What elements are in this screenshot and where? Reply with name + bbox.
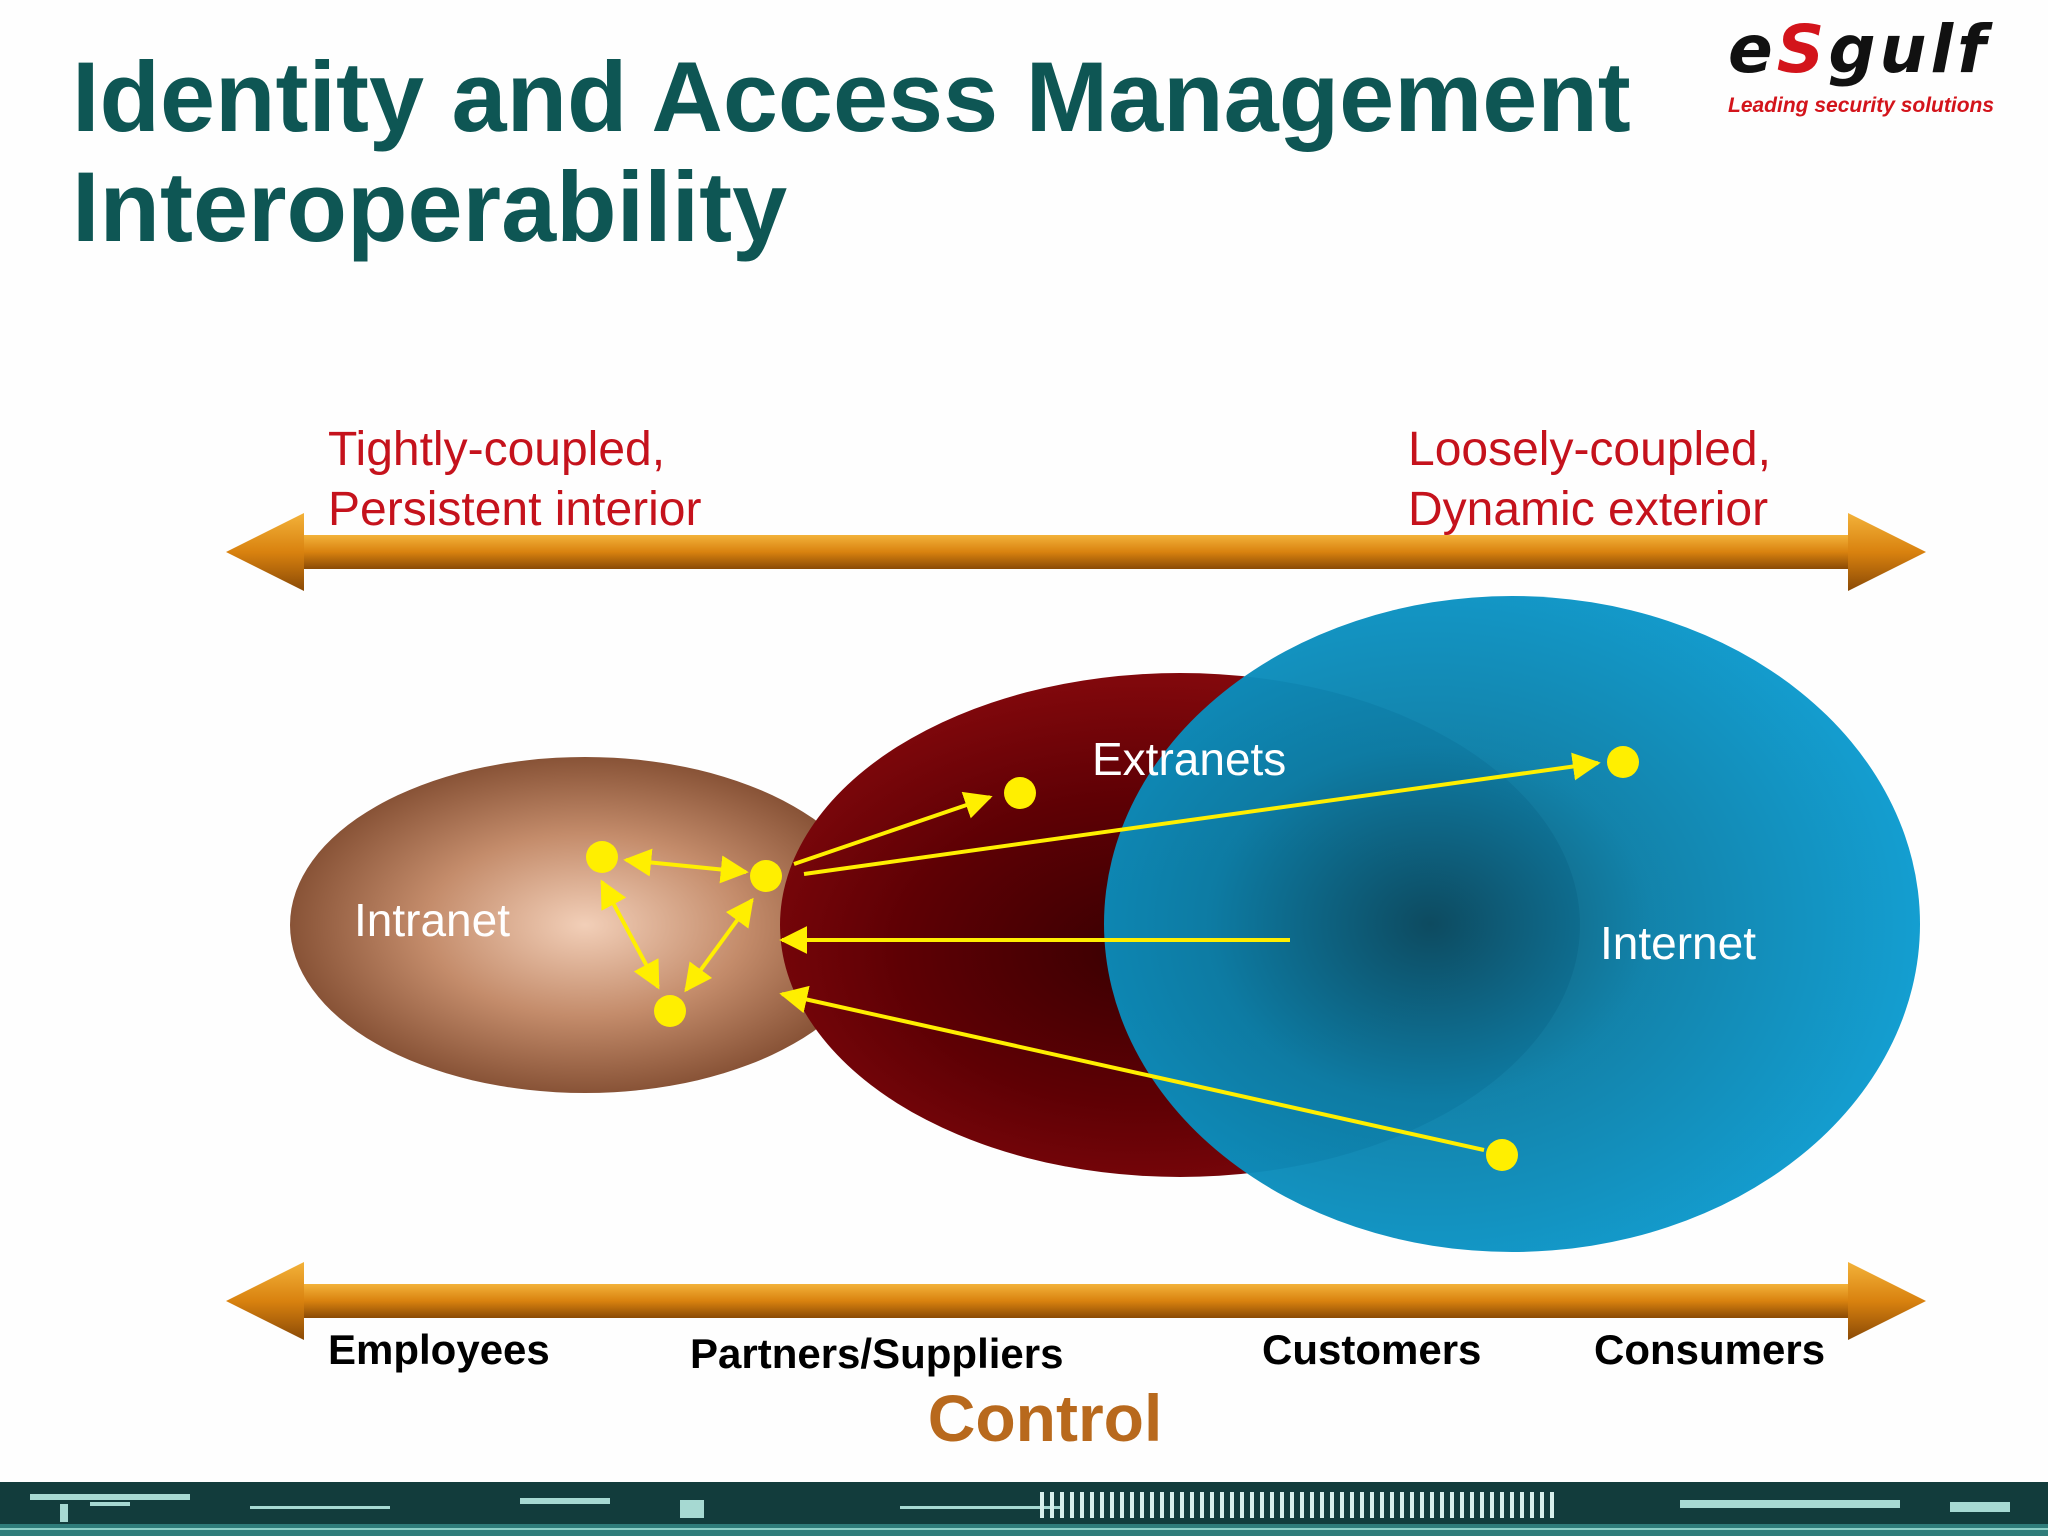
- node-intranet-a: [586, 841, 618, 873]
- slide-title-line-2: Interoperability: [72, 151, 788, 262]
- control-double-arrow: [226, 1262, 1926, 1340]
- internet-ellipse: [1104, 596, 1920, 1252]
- trust-link-arrows: [600, 752, 1601, 1152]
- audience-partners-suppliers: Partners/Suppliers: [690, 1330, 1064, 1377]
- esgulf-logo: eSgulf Leading security solutions: [1722, 0, 2048, 130]
- node-internet-top: [1607, 746, 1639, 778]
- arrow-from-internet-node-bottom: [779, 985, 1485, 1152]
- audience-employees: Employees: [328, 1326, 550, 1373]
- control-axis-title: Control: [927, 1381, 1163, 1455]
- tightly-coupled-label: Tightly-coupled, Persistent interior: [328, 420, 701, 540]
- arrow-to-extranet-node: [793, 791, 993, 866]
- logo-wordmark: eSgulf: [1728, 10, 1990, 90]
- internet-label: Internet: [1600, 917, 1756, 969]
- tightly-coupled-line-1: Tightly-coupled,: [328, 423, 666, 476]
- arrow-node-a-to-node-b: [623, 848, 749, 884]
- logo-word-gulf: gulf: [1828, 11, 1990, 88]
- intranet-label: Intranet: [354, 894, 510, 946]
- node-intranet-b: [750, 860, 782, 892]
- identity-nodes: [586, 746, 1639, 1171]
- extranets-label: Extranets: [1092, 733, 1287, 785]
- circuit-board-footer-strip: [0, 1482, 2048, 1536]
- slide-title-line-1: Identity and Access Management: [72, 41, 1631, 152]
- circuit-pattern: [0, 1482, 2048, 1536]
- node-intranet-c: [654, 995, 686, 1027]
- arrow-to-internet-node-top: [803, 752, 1601, 876]
- loosely-coupled-line-1: Loosely-coupled,: [1408, 423, 1771, 476]
- coupling-double-arrow: [226, 513, 1926, 591]
- audience-customers: Customers: [1262, 1326, 1482, 1373]
- arrow-node-c-to-node-b: [684, 897, 754, 993]
- logo-tagline: Leading security solutions: [1728, 94, 1995, 117]
- slide-title: Identity and Access Management Interoper…: [72, 42, 1631, 262]
- loosely-coupled-label: Loosely-coupled, Dynamic exterior: [1408, 420, 1771, 540]
- node-internet-bottom: [1486, 1139, 1518, 1171]
- arrow-node-a-to-node-c: [600, 879, 660, 990]
- intranet-ellipse: [290, 757, 880, 1093]
- logo-letter-e: e: [1728, 11, 1777, 88]
- node-extranet: [1004, 777, 1036, 809]
- loosely-coupled-line-2: Dynamic exterior: [1408, 483, 1769, 536]
- logo-letter-s: S: [1776, 11, 1829, 88]
- tightly-coupled-line-2: Persistent interior: [328, 483, 702, 536]
- audience-consumers: Consumers: [1594, 1326, 1826, 1373]
